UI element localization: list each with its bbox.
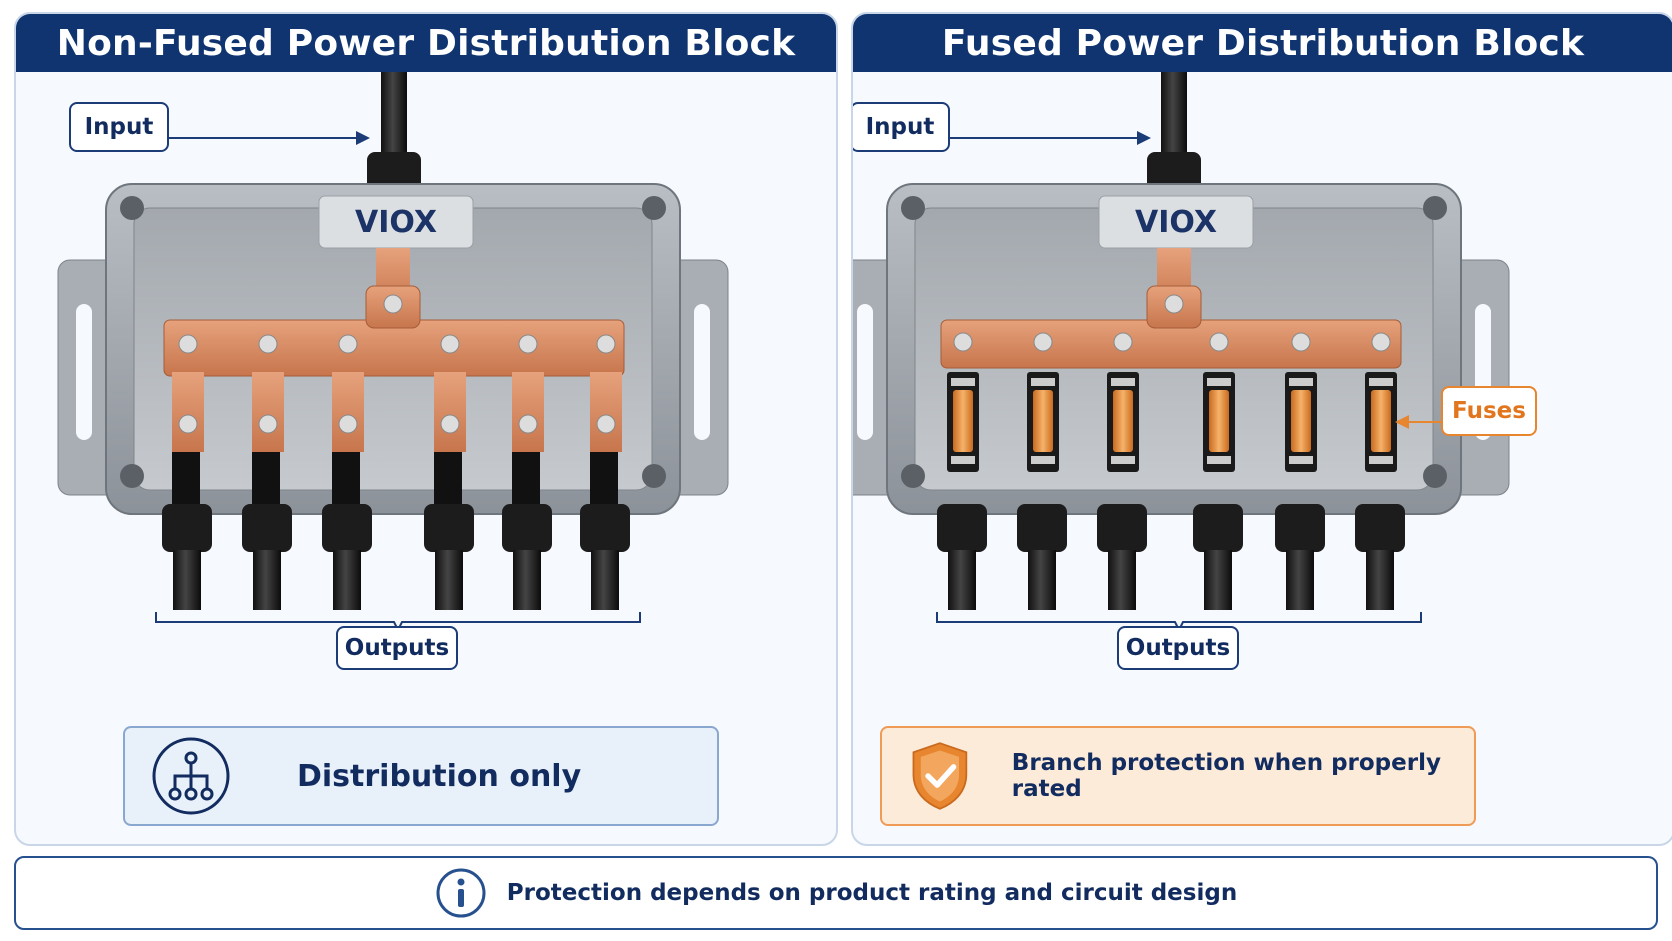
input-cable-gland: [1147, 152, 1201, 192]
brand-text: VIOX: [1135, 205, 1217, 240]
input-label: Input: [69, 102, 169, 152]
footer-text: Protection depends on product rating and…: [506, 880, 1238, 906]
non-fused-block-illustration: VIOX: [57, 72, 729, 633]
info-icon: [436, 868, 486, 918]
fuses-label: Fuses: [1441, 386, 1537, 436]
fused-panel: Fused Power Distribution Block: [851, 12, 1672, 846]
summary-box: Branch protection when properly rated: [880, 726, 1476, 826]
output-cables: [162, 504, 630, 610]
summary-box: Distribution only: [123, 726, 719, 826]
panel-title: Non-Fused Power Distribution Block: [16, 14, 836, 72]
output-legs: [172, 334, 622, 512]
fused-block-illustration: VIOX: [853, 72, 1510, 633]
summary-text: Distribution only: [297, 758, 582, 794]
panel-title: Fused Power Distribution Block: [853, 14, 1672, 72]
outputs-label: Outputs: [336, 626, 458, 670]
hierarchy-network-icon: [152, 737, 230, 815]
footer-note: Protection depends on product rating and…: [14, 856, 1658, 930]
fuse-holders: [947, 332, 1397, 472]
outputs-label: Outputs: [1117, 626, 1239, 670]
arrow-right-icon: [356, 131, 370, 145]
shield-check-icon: [912, 742, 968, 810]
brand-text: VIOX: [355, 205, 437, 240]
arrow-left-icon: [1395, 415, 1409, 429]
summary-text: Branch protection when properly rated: [1011, 750, 1441, 802]
input-label: Input: [853, 102, 950, 152]
output-cables: [937, 504, 1405, 610]
non-fused-panel: Non-Fused Power Distribution Block: [14, 12, 838, 846]
arrow-right-icon: [1137, 131, 1151, 145]
input-cable-gland: [367, 152, 421, 192]
